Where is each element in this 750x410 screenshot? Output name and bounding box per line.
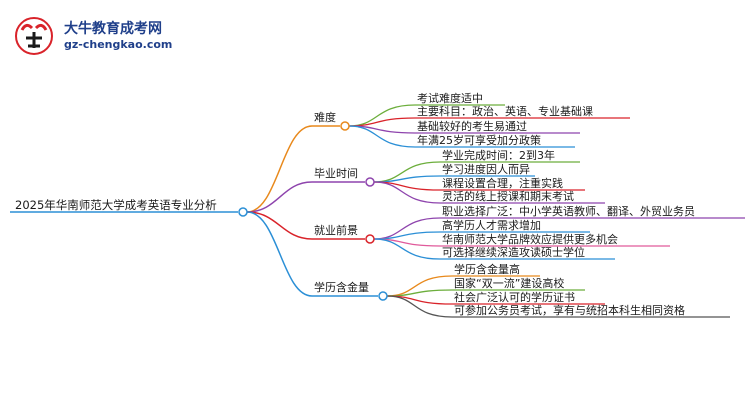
branch-edge-2 (246, 211, 365, 240)
leaf-edge-1-3 (373, 181, 605, 204)
leaf-label-3-2: 社会广泛认可的学历证书 (454, 291, 575, 304)
leaf-edge-2-3 (373, 238, 615, 260)
leaf-label-1-0: 学业完成时间：2到3年 (442, 149, 555, 162)
leaf-label-0-0: 考试难度适中 (417, 92, 483, 105)
leaf-label-0-2: 基础较好的考生易通过 (417, 120, 527, 133)
leaf-label-1-2: 课程设置合理，注重实践 (442, 177, 563, 190)
brand-name: 大牛教育成考网 (64, 21, 162, 37)
branch-node-1[interactable] (365, 177, 375, 187)
leaf-label-2-3: 可选择继续深造攻读硕士学位 (442, 246, 585, 259)
mindmap-edges (10, 104, 745, 318)
branch-edge-1 (246, 181, 365, 213)
branch-label-3: 学历含金量 (314, 281, 369, 294)
branch-node-2[interactable] (365, 234, 375, 244)
leaf-label-3-0: 学历含金量高 (454, 263, 520, 276)
branch-edge-3 (246, 211, 378, 297)
leaf-edge-3-3 (386, 295, 730, 318)
brand-url: gz-chengkao.com (64, 38, 173, 51)
leaf-label-2-0: 职业选择广泛：中小学英语教师、翻译、外贸业务员 (442, 205, 695, 218)
branch-node-3[interactable] (378, 291, 388, 301)
branch-node-0[interactable] (340, 121, 350, 131)
branch-label-1: 毕业时间 (314, 167, 358, 180)
leaf-edge-0-3 (348, 125, 575, 148)
leaf-label-2-2: 华南师范大学品牌效应提供更多机会 (442, 233, 618, 246)
site-logo[interactable]: 大牛教育成考网 gz-chengkao.com (10, 10, 173, 60)
leaf-label-3-3: 可参加公务员考试，享有与统招本科生相同资格 (454, 304, 685, 317)
leaf-label-0-1: 主要科目：政治、英语、专业基础课 (417, 105, 593, 118)
leaf-label-3-1: 国家“双一流”建设高校 (454, 277, 565, 290)
root-label: 2025年华南师范大学成考英语专业分析 (15, 198, 217, 212)
root-node[interactable] (238, 207, 248, 217)
bull-logo-icon (15, 17, 53, 55)
mindmap-nodes (238, 121, 388, 301)
leaf-label-1-1: 学习进度因人而异 (442, 163, 530, 176)
leaf-label-2-1: 高学历人才需求增加 (442, 219, 541, 232)
branch-edge-0 (246, 125, 340, 213)
branch-label-0: 难度 (314, 111, 336, 124)
branch-label-2: 就业前景 (314, 224, 358, 237)
leaf-label-1-3: 灵活的线上授课和期末考试 (442, 190, 574, 203)
leaf-label-0-3: 年满25岁可享受加分政策 (417, 134, 541, 147)
